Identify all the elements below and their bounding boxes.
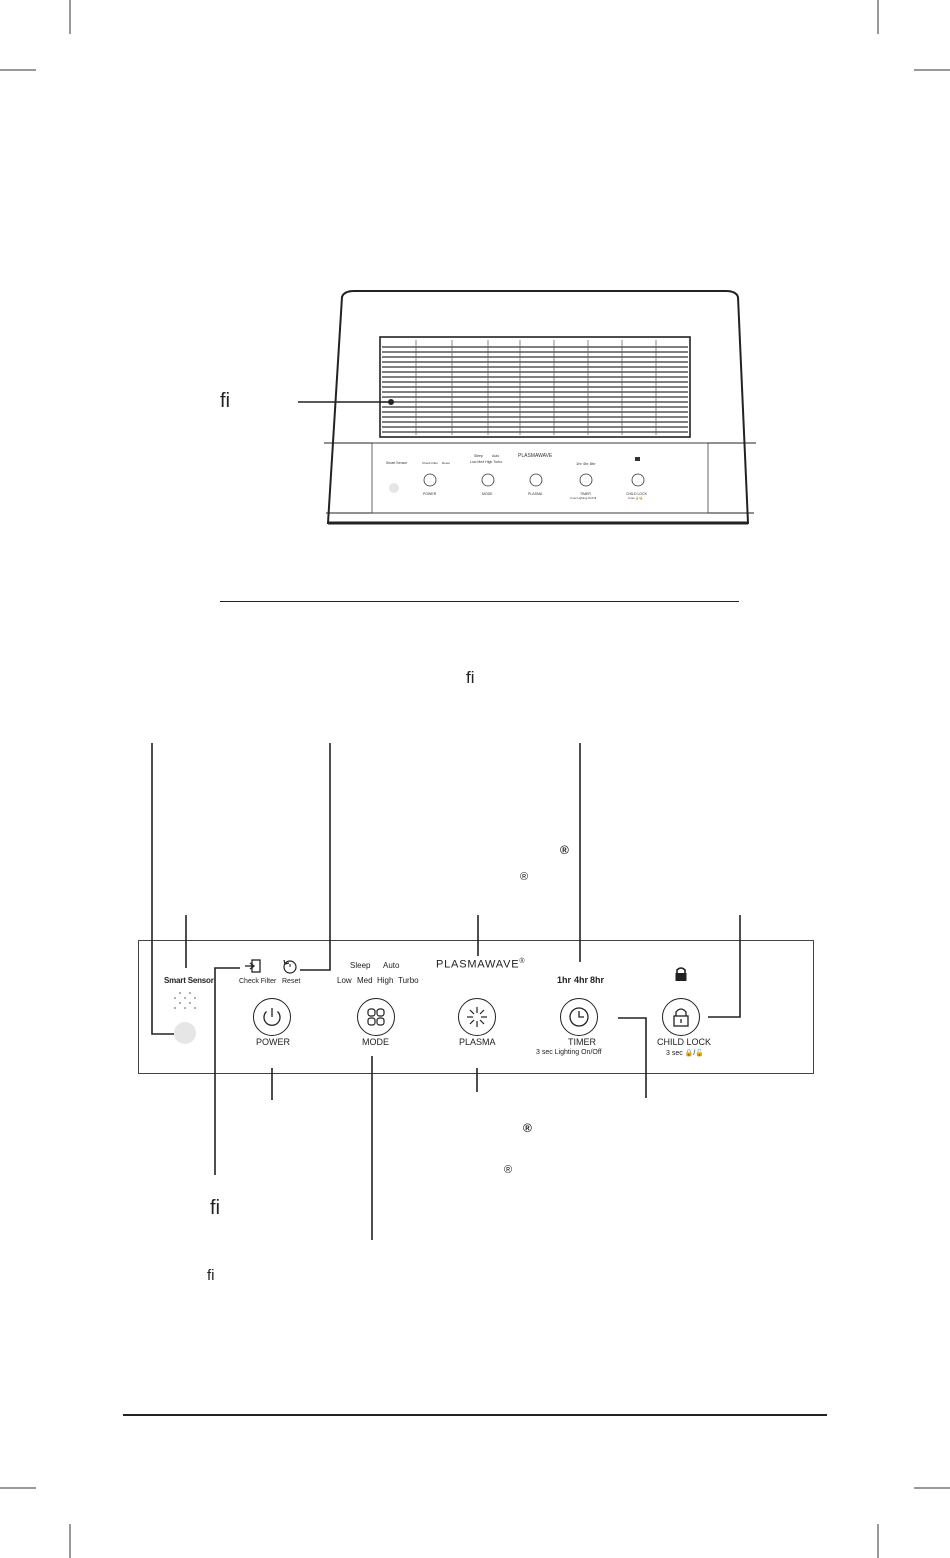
check-filter-label: Check Filter <box>239 978 277 985</box>
mini-sleep: Sleep <box>474 454 483 458</box>
smart-sensor-dots <box>174 992 196 1009</box>
smart-sensor-label: Smart Sensor <box>164 976 214 985</box>
mini-mode: MODE <box>482 492 493 496</box>
mini-check-filter: Check Filter <box>422 461 438 465</box>
child-lock-button[interactable] <box>662 998 700 1036</box>
mini-control-panel: Smart Sensor Check Filter Reset Sleep Au… <box>386 453 648 500</box>
filter-ligature-2: ﬁ <box>466 668 475 687</box>
registered-mark-3: ® <box>523 1121 532 1135</box>
reset-icon <box>283 959 297 974</box>
plasma-icon <box>467 1007 487 1027</box>
timer-sub-label: 3 sec Lighting On/Off <box>536 1049 602 1056</box>
lock-indicator-icon <box>675 967 687 981</box>
reset-label: Reset <box>282 978 301 985</box>
mini-brand: PLASMAWAVE <box>518 453 553 459</box>
mini-speeds: Low Med High Turbo <box>470 460 502 464</box>
grille-callout <box>298 399 394 405</box>
registered-mark-4: ® <box>504 1164 513 1176</box>
child-lock-label: CHILD LOCK <box>657 1037 712 1047</box>
mode-button[interactable] <box>357 998 395 1036</box>
plasma-button[interactable] <box>458 998 496 1036</box>
mode-sleep: Sleep <box>350 961 371 970</box>
mode-high: High <box>377 976 394 985</box>
mini-child-lock: CHILD LOCK <box>626 492 648 496</box>
mini-child-lock-sub: 3 sec 🔒/🔓 <box>628 496 643 500</box>
child-lock-sub-label: 3 sec 🔒/🔓 <box>666 1050 705 1057</box>
mini-timer-options: 1hr 4hr 8hr <box>576 461 596 466</box>
power-icon <box>263 1008 281 1026</box>
device-illustration: Smart Sensor Check Filter Reset Sleep Au… <box>324 290 756 525</box>
footer-rule <box>123 1414 827 1416</box>
check-filter-icon <box>245 959 261 973</box>
filter-ligature-4: ﬁ <box>207 1267 215 1284</box>
mode-med: Med <box>357 976 373 985</box>
section-divider <box>220 601 739 602</box>
timer-icon <box>569 1007 589 1027</box>
child-lock-icon <box>673 1008 689 1027</box>
mode-icon <box>367 1008 385 1026</box>
filter-ligature-3: ﬁ <box>210 1197 220 1219</box>
power-button[interactable] <box>253 998 291 1036</box>
timer-8hr: 8hr <box>590 975 605 985</box>
timer-4hr: 4hr <box>574 975 589 985</box>
power-label: POWER <box>256 1037 291 1047</box>
registered-mark-1: ® <box>560 843 569 857</box>
air-grille <box>379 336 691 438</box>
mode-label: MODE <box>362 1037 389 1047</box>
plasmawave-logo: PLASMAWAVE® <box>436 958 525 971</box>
timer-label: TIMER <box>568 1037 596 1047</box>
timer-button[interactable] <box>560 998 598 1036</box>
smart-sensor-window <box>174 1022 196 1044</box>
plasma-label: PLASMA <box>459 1037 496 1047</box>
registered-mark-2: ® <box>520 871 529 883</box>
mini-timer-sub: 3 sec Lighting On/Off <box>570 496 596 500</box>
plasmawave-logo-mark: ® <box>519 958 526 965</box>
mini-timer: TIMER <box>580 492 591 496</box>
mode-low: Low <box>337 976 352 985</box>
plasmawave-logo-text: PLASMAWAVE <box>436 958 520 971</box>
mini-lock-icon <box>635 457 640 461</box>
mini-plasma: PLASMA <box>528 492 543 496</box>
mode-turbo: Turbo <box>398 976 419 985</box>
timer-1hr: 1hr <box>557 975 572 985</box>
mini-auto: Auto <box>492 454 499 458</box>
mode-auto: Auto <box>383 961 400 970</box>
mini-smart-sensor: Smart Sensor <box>386 461 408 465</box>
control-panel <box>138 940 814 1074</box>
mini-reset: Reset <box>442 461 450 465</box>
mini-power: POWER <box>423 492 437 496</box>
filter-ligature-1: ﬁ <box>220 390 230 412</box>
